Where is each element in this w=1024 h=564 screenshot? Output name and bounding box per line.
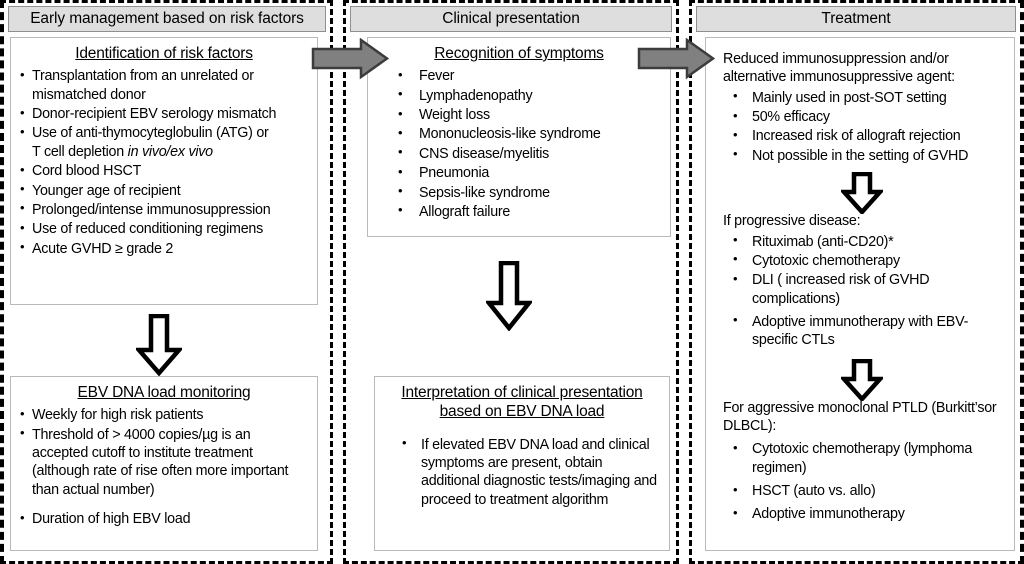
flow-arrow-risk-to-clinical [311, 38, 389, 80]
list-interpretation: If elevated EBV DNA load and clinical sy… [383, 435, 661, 509]
column-clinical-presentation: Clinical presentation Recognition of sym… [343, 0, 679, 564]
list-item: Weekly for high risk patients [19, 406, 309, 424]
list-item: Cord blood HSCT [19, 162, 309, 180]
treatment-lead-reduced-immunosuppression: Reduced immunosuppression and/or alterna… [723, 51, 955, 86]
panel-recognition-of-symptoms: Recognition of symptoms Fever Lymphadeno… [367, 37, 671, 237]
list-item: Prolonged/intense immunosuppression [19, 200, 309, 219]
panel-title-recognition-of-symptoms: Recognition of symptoms [434, 45, 604, 62]
flow-arrow-symptoms-to-interpretation [486, 261, 532, 331]
list-item: Duration of high EBV load [19, 510, 309, 528]
panel-title-identification-of-risk-factors: Identification of risk factors [75, 45, 253, 62]
list-item: Rituximab (anti-CD20)* [714, 232, 1006, 251]
list-item: HSCT (auto vs. allo) [714, 482, 1006, 500]
list-item: 50% efficacy [714, 108, 1006, 126]
list-item: Younger age of recipient [19, 181, 309, 200]
list-symptoms: Fever Lymphadenopathy Weight loss Mononu… [376, 67, 662, 221]
flow-arrow-clinical-to-treatment [637, 38, 715, 80]
panel-title-interpretation: Interpretation of clinical presentation … [401, 384, 643, 421]
list-item: Cytotoxic chemotherapy [714, 251, 1006, 270]
list-item: Mononucleosis-like syndrome [376, 125, 662, 143]
panel-title-ebv-dna-load-monitoring: EBV DNA load monitoring [77, 384, 251, 401]
list-item: Cytotoxic chemotherapy (lymphoma regimen… [714, 440, 1006, 477]
list-item: Not possible in the setting of GVHD [714, 146, 1006, 165]
list-item: Allograft failure [376, 202, 662, 221]
list-treatment-step1: Mainly used in post-SOT setting 50% effi… [714, 88, 1006, 165]
list-item: Adoptive immunotherapy with EBV-specific… [714, 312, 1006, 350]
treatment-lead-aggressive-monoclonal-ptld: For aggressive monoclonal PTLD (Burkitt’… [723, 399, 997, 435]
list-item: Use of reduced conditioning regimens [19, 220, 309, 238]
flow-arrow-risk-to-monitoring [136, 314, 182, 376]
list-item: Threshold of > 4000 copies/µg is an acce… [19, 425, 309, 499]
list-item: Adoptive immunotherapy [714, 505, 1006, 523]
treatment-lead-progressive-disease: If progressive disease: [723, 213, 861, 230]
flow-arrow-treatment-step1-to-step2 [841, 172, 883, 215]
arrow-slot-2 [714, 351, 1006, 401]
panel-interpretation-of-clinical-presentation: Interpretation of clinical presentation … [374, 376, 670, 551]
list-item: Pneumonia [376, 164, 662, 182]
list-item: If elevated EBV DNA load and clinical sy… [383, 435, 661, 509]
panel-ebv-dna-load-monitoring: EBV DNA load monitoring Weekly for high … [10, 376, 318, 551]
list-item: Donor-recipient EBV serology mismatch [19, 105, 309, 123]
list-item: DLI ( increased risk of GVHD complicatio… [714, 271, 1006, 308]
list-item: Transplantation from an unrelated or mis… [19, 67, 309, 104]
list-treatment-step2: Rituximab (anti-CD20)* Cytotoxic chemoth… [714, 232, 1006, 350]
list-item: Acute GVHD ≥ grade 2 [19, 239, 309, 258]
list-item: Increased risk of allograft rejection [714, 127, 1006, 145]
list-item: Sepsis-like syndrome [376, 183, 662, 202]
list-treatment-step3: Cytotoxic chemotherapy (lymphoma regimen… [714, 440, 1006, 523]
list-item: Fever [376, 67, 662, 85]
list-item: Weight loss [376, 106, 662, 124]
list-item: Use of anti-thymocyteglobulin (ATG) orT … [19, 124, 309, 161]
column-treatment: Treatment Reduced immunosuppression and/… [689, 0, 1024, 564]
panel-identification-of-risk-factors: Identification of risk factors Transplan… [10, 37, 318, 305]
list-risk-factors: Transplantation from an unrelated or mis… [19, 67, 309, 258]
column-early-management: Early management based on risk factors I… [0, 0, 333, 564]
column-header-treatment: Treatment [696, 6, 1016, 32]
list-item: Lymphadenopathy [376, 86, 662, 105]
arrow-slot-1 [714, 166, 1006, 215]
flow-arrow-treatment-step2-to-step3 [841, 358, 883, 401]
list-item: CNS disease/myelitis [376, 144, 662, 163]
panel-treatment-body: Reduced immunosuppression and/or alterna… [705, 37, 1015, 551]
list-ebv-monitoring: Weekly for high risk patients Threshold … [19, 406, 309, 528]
column-header-clinical-presentation: Clinical presentation [350, 6, 672, 32]
list-item: Mainly used in post-SOT setting [714, 88, 1006, 107]
column-header-early-management: Early management based on risk factors [8, 6, 326, 32]
